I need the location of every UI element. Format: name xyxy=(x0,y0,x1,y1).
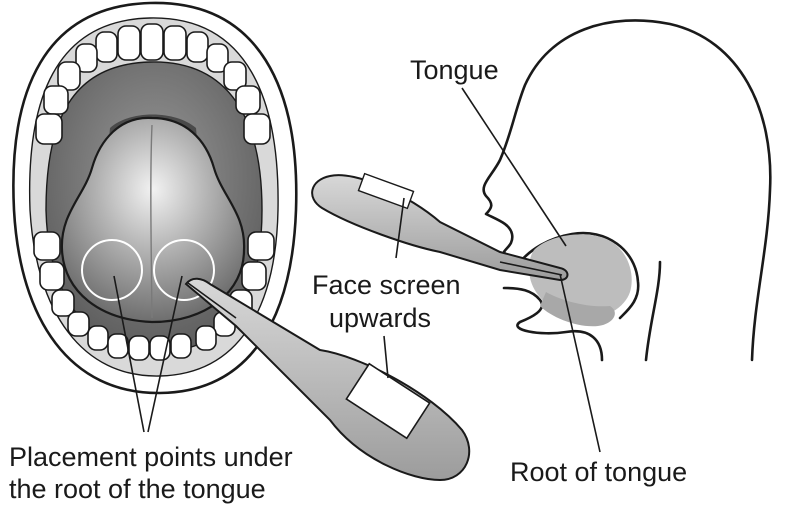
tongue-front-view xyxy=(60,116,246,324)
thermometer-upper-screen xyxy=(357,172,415,210)
label-placement-line2: the root of the tongue xyxy=(9,474,266,504)
leader-face-screen xyxy=(395,197,405,259)
thermometer-lower-screen xyxy=(345,362,431,440)
head-profile-illustration xyxy=(482,19,772,362)
label-tongue: Tongue xyxy=(410,55,499,85)
head-profile-outline xyxy=(482,19,772,362)
label-placement-line1: Placement points under xyxy=(9,442,293,472)
label-face-screen-line1: Face screen xyxy=(312,270,461,300)
placement-point-right xyxy=(153,239,215,301)
label-root-of-tongue: Root of tongue xyxy=(510,457,687,487)
leader-tongue xyxy=(461,87,567,247)
lower-teeth xyxy=(33,231,275,361)
leader-placement-right xyxy=(147,275,183,433)
leader-lines xyxy=(113,87,601,453)
lower-jaw-outline xyxy=(502,286,604,362)
label-face-screen-line2: upwards xyxy=(329,303,431,333)
leader-placement-left xyxy=(113,275,145,433)
leader-face-screen-lower xyxy=(383,335,389,379)
mouth-outer-lips xyxy=(12,1,298,395)
thermometer-upper xyxy=(311,172,569,282)
upper-teeth xyxy=(35,23,271,145)
neck-outline xyxy=(644,260,662,362)
tongue-root-side xyxy=(540,292,615,327)
placement-point-left xyxy=(81,239,143,301)
tongue-midline xyxy=(150,124,153,319)
leader-root-of-tongue xyxy=(559,273,601,453)
thermometer-lower xyxy=(184,277,471,482)
